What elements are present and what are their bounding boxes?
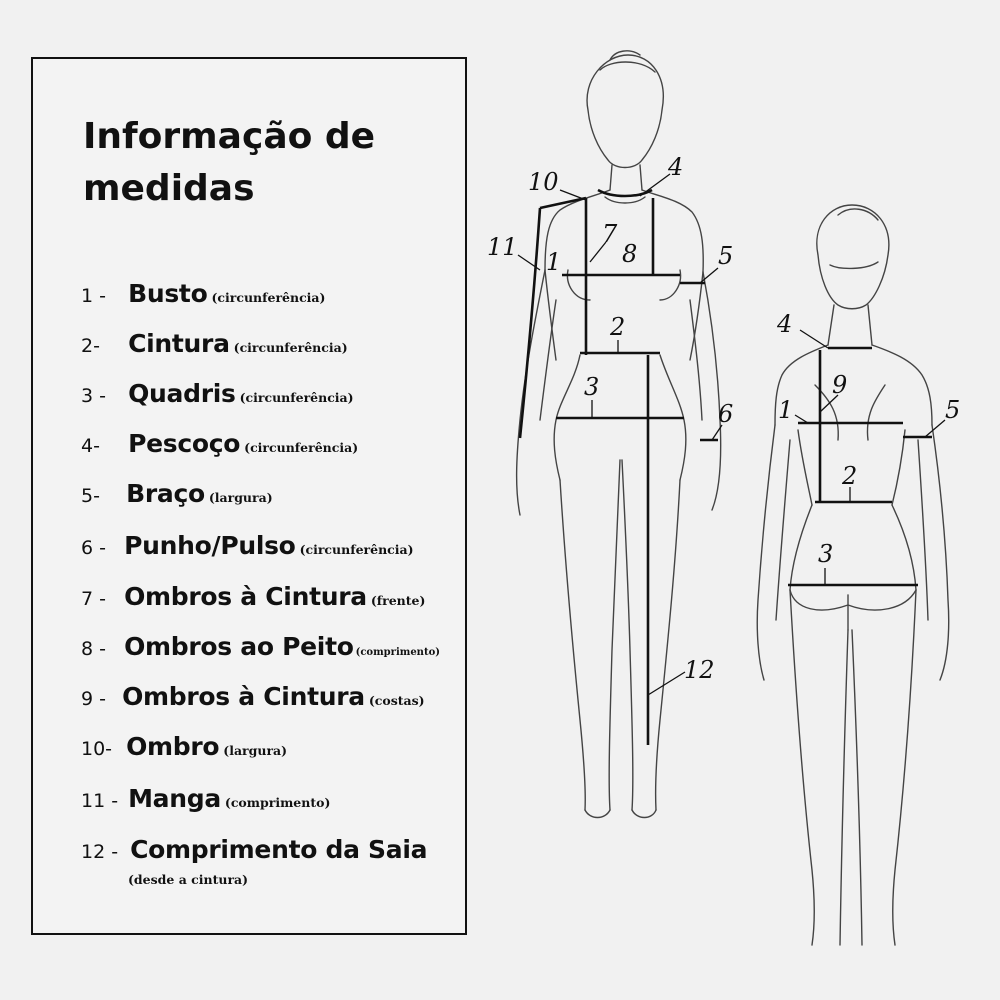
legend-title: Informação de medidas: [83, 111, 375, 215]
legend-item-term: Ombros à Cintura: [122, 682, 365, 711]
legend-item-8: 8 - Ombros ao Peito(comprimento): [81, 632, 440, 661]
label-10: 10: [528, 168, 559, 196]
label-5-front: 5: [718, 242, 733, 270]
label-4-back: 4: [776, 310, 792, 338]
front-measurement-lines: [517, 173, 723, 745]
legend-item-term: Manga: [128, 784, 221, 813]
legend-item-1: 1 - Busto(circunferência): [81, 279, 325, 308]
legend-item-number: 3 -: [81, 385, 106, 407]
legend-item-number: 10-: [81, 738, 113, 760]
label-3-back: 3: [818, 540, 833, 568]
arm-leader: [699, 267, 719, 284]
legend-item-term: Ombro: [126, 732, 220, 761]
label-8: 8: [622, 240, 637, 268]
legend-item-term: Busto: [128, 279, 208, 308]
legend-item-note: (circunferência): [211, 290, 326, 305]
sleeve-length-line: [518, 207, 542, 439]
label-2-back: 2: [841, 462, 857, 490]
legend-item-4: 4- Pescoço(circunferência): [81, 429, 358, 458]
label-9: 9: [832, 371, 847, 399]
legend-item-number: 6 -: [81, 537, 106, 559]
legend-item-term: Comprimento da Saia: [130, 835, 428, 864]
shoulder-width-line: [539, 196, 587, 210]
legend-item-term: Cintura: [128, 329, 230, 358]
label-6: 6: [718, 400, 733, 428]
legend-item-3: 3 - Quadris(circunferência): [81, 379, 354, 408]
legend-title-line2: medidas: [83, 168, 255, 209]
legend-item-number: 1 -: [81, 285, 106, 307]
label-12: 12: [684, 656, 715, 684]
wrist-leader: [711, 424, 723, 441]
bust-leader-back: [794, 414, 809, 424]
legend-item-number: 11 -: [81, 790, 119, 812]
sleeve-leader: [517, 254, 541, 271]
shoulder-leader: [559, 189, 587, 201]
measurement-legend-panel: Informação de medidas 1 - Busto(circunfe…: [31, 57, 467, 935]
legend-item-number: 5-: [81, 485, 100, 507]
legend-item-note: (comprimento): [355, 647, 440, 658]
legend-item-term: Ombros ao Peito: [124, 632, 354, 661]
legend-item-12-note: (desde a cintura): [128, 872, 249, 887]
legend-item-term: Punho/Pulso: [124, 531, 296, 560]
shoulder-to-waist-back-leader: [819, 394, 839, 413]
neck-leader: [639, 173, 671, 197]
legend-item-note: (largura): [208, 490, 273, 505]
label-1-back: 1: [778, 396, 793, 424]
legend-item-6: 6 - Punho/Pulso(circunferência): [81, 531, 414, 560]
legend-item-note: (circunferência): [299, 542, 414, 557]
label-3-front: 3: [584, 373, 599, 401]
legend-item-number: 4-: [81, 435, 100, 457]
legend-item-term: Braço: [126, 479, 205, 508]
shoulder-to-waist-leader: [589, 241, 607, 263]
label-4-front: 4: [667, 153, 683, 181]
legend-item-5: 5- Braço(largura): [81, 479, 273, 508]
arm-leader-back: [924, 419, 946, 438]
front-body-outline: [515, 50, 722, 819]
front-labels: 4 10 11 7 8 1 5 2 3 6 12: [487, 153, 733, 684]
legend-item-note: (comprimento): [224, 795, 331, 810]
legend-item-12: 12 - Comprimento da Saia: [81, 835, 427, 864]
legend-item-9: 9 - Ombros à Cintura(costas): [81, 682, 425, 711]
legend-item-7: 7 - Ombros à Cintura(frente): [81, 582, 425, 611]
legend-item-note: (frente): [370, 593, 426, 608]
back-labels: 4 9 1 5 2 3: [776, 310, 960, 568]
legend-item-note: (circunferência): [239, 390, 354, 405]
legend-item-2: 2- Cintura(circunferência): [81, 329, 348, 358]
label-7: 7: [602, 220, 618, 248]
neck-leader-back: [799, 329, 829, 349]
legend-title-line1: Informação de: [83, 116, 376, 157]
legend-item-number: 2-: [81, 335, 100, 357]
label-2-front: 2: [609, 313, 625, 341]
label-5-back: 5: [945, 396, 960, 424]
legend-item-term: Pescoço: [128, 429, 241, 458]
legend-item-10: 10- Ombro(largura): [81, 732, 287, 761]
legend-item-term: Ombros à Cintura: [124, 582, 367, 611]
legend-item-term: Quadris: [128, 379, 236, 408]
legend-item-note: (largura): [223, 743, 288, 758]
back-measurement-lines: [788, 329, 946, 587]
legend-item-number: 9 -: [81, 688, 106, 710]
legend-item-note: (costas): [368, 693, 425, 708]
label-11: 11: [487, 233, 518, 261]
legend-item-note: (circunferência): [233, 340, 348, 355]
legend-item-11: 11 - Manga(comprimento): [81, 784, 330, 813]
neck-line: [597, 188, 653, 198]
legend-item-number: 8 -: [81, 638, 106, 660]
legend-item-note: (circunferência): [244, 440, 359, 455]
legend-item-number: 12 -: [81, 841, 119, 863]
label-1-front: 1: [546, 248, 561, 276]
skirt-length-leader: [647, 671, 686, 696]
legend-item-number: 7 -: [81, 588, 106, 610]
